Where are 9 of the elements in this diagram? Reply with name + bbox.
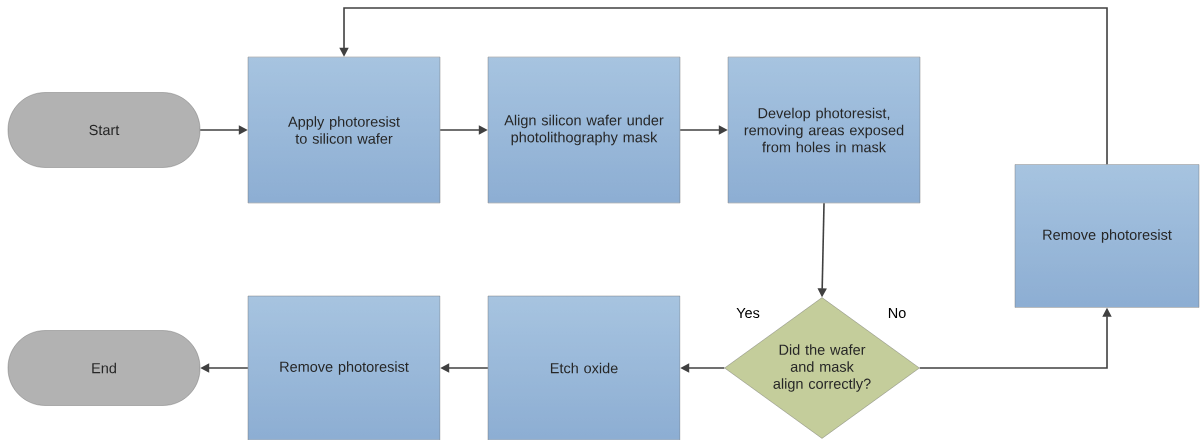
process-box: Remove photoresist [247,295,441,440]
edge-label: No [886,306,908,320]
arrow [339,7,1108,166]
process-box: Remove photoresist [1014,164,1200,308]
edge-label: Yes [735,306,761,320]
process-box: Develop photoresist, removing areas exposed from holes in mask [727,56,921,204]
process-box: Align silicon wafer under photolithography mask [487,56,681,204]
process-box: Etch oxide [487,295,681,440]
process-box: Apply photoresist to silicon wafer [247,56,441,204]
